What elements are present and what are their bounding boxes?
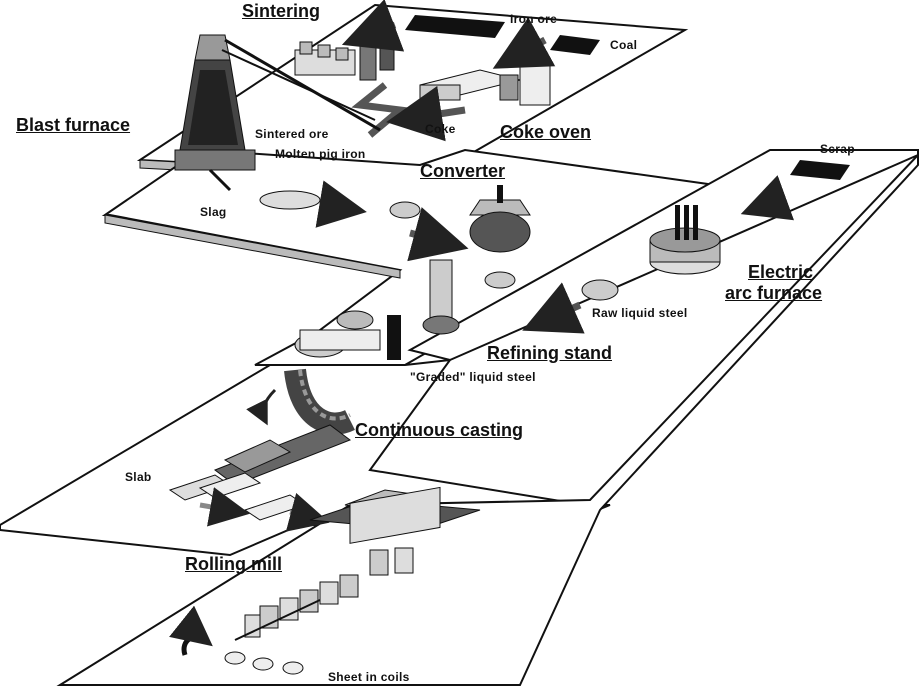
- ladle-transfer: [389, 201, 469, 262]
- label-graded-liquid-steel: "Graded" liquid steel: [410, 370, 536, 384]
- label-coke-oven: Coke oven: [500, 122, 592, 142]
- label-rolling-mill: Rolling mill: [185, 554, 282, 574]
- label-coke: Coke: [425, 122, 456, 136]
- coil-arrow-and-coils: [169, 605, 304, 675]
- iron-ore-pile: [405, 15, 505, 38]
- electric-arc-furnace: [649, 205, 721, 275]
- label-continuous-casting: Continuous casting: [355, 420, 523, 440]
- label-sintering: Sintering: [242, 1, 321, 21]
- label-sheet-in-coils: Sheet in coils: [328, 670, 410, 684]
- sintering-arrows: [341, 0, 556, 142]
- label-slab: Slab: [125, 470, 152, 484]
- converter-vessel: [469, 185, 531, 253]
- blast-furnace: [174, 34, 381, 192]
- coal-pile: [550, 35, 600, 55]
- label-coal: Coal: [610, 38, 638, 52]
- ladle-from-furnace: [522, 279, 619, 334]
- label-converter: Converter: [420, 161, 506, 181]
- torpedo-car: [259, 180, 367, 228]
- label-arc-furnace: arc furnace: [725, 283, 823, 303]
- label-molten-pig-iron: Molten pig iron: [275, 147, 366, 161]
- scrap-pile: [740, 160, 850, 221]
- label-scrap: Scrap: [820, 142, 855, 156]
- label-sintered-ore: Sintered ore: [255, 127, 329, 141]
- tundish-and-ladle: [294, 310, 401, 360]
- label-electric: Electric: [748, 262, 814, 282]
- label-blast-furnace: Blast furnace: [16, 115, 131, 135]
- slab-pieces: [168, 472, 330, 532]
- casting-strand: [213, 368, 355, 486]
- reheating-furnace: [309, 486, 481, 544]
- refining-stand: [422, 259, 516, 335]
- label-slag: Slag: [200, 205, 227, 219]
- label-refining-stand: Refining stand: [487, 343, 612, 363]
- label-iron-ore: Iron ore: [510, 12, 558, 26]
- rolling-stands: [234, 547, 414, 641]
- label-raw-liquid-steel: Raw liquid steel: [592, 306, 688, 320]
